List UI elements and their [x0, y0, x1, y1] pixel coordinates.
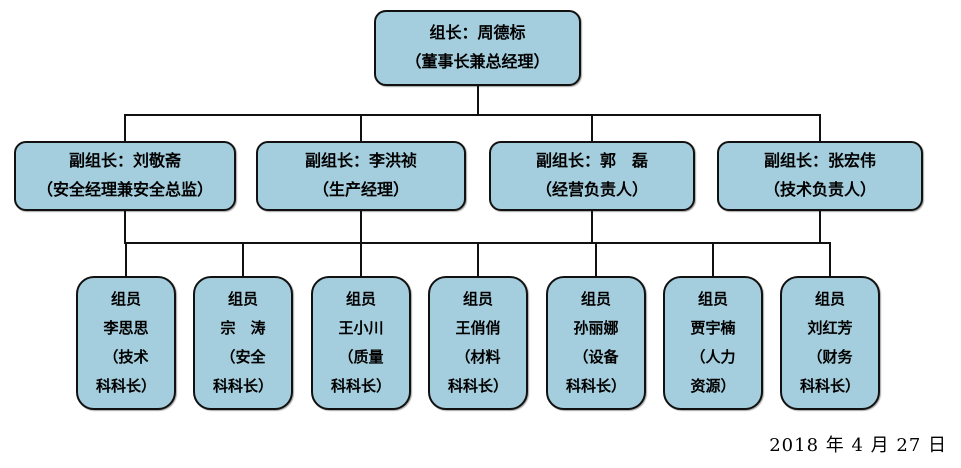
member-7-dept-line1: （财务 — [807, 349, 853, 366]
member-2-dept-line1: （安全 — [220, 349, 266, 366]
connector-deputy-1-down — [124, 211, 126, 242]
connector-member-1-drop — [125, 242, 127, 276]
member-1-role: 组员 — [110, 291, 141, 308]
deputy-box-2: 副组长：李洪祯 （生产经理） — [256, 141, 466, 211]
member-2-role: 组员 — [227, 291, 258, 308]
member-box-5: 组员 孙丽娜 （设备 科科长） — [546, 276, 646, 410]
deputy-1-role: （安全经理兼安全总监） — [36, 182, 213, 199]
member-5-role: 组员 — [580, 291, 611, 308]
member-box-3: 组员 王小川 （质量 科科长） — [311, 276, 411, 410]
connector-member-4-drop — [477, 242, 479, 276]
connector-deputy-2-drop — [360, 114, 362, 141]
deputy-box-4: 副组长：张宏伟 （技术负责人） — [717, 141, 923, 211]
connector-deputy-4-drop — [819, 114, 821, 141]
member-box-4: 组员 王俏俏 （材料 科科长） — [428, 276, 528, 410]
member-4-role: 组员 — [462, 291, 493, 308]
member-6-name: 贾宇楠 — [690, 320, 736, 337]
member-1-name: 李思思 — [103, 320, 149, 337]
member-5-name: 孙丽娜 — [573, 320, 619, 337]
member-2-dept-line2: 科科长） — [212, 378, 273, 395]
connector-deputy-3-drop — [591, 114, 593, 141]
connector-member-5-drop — [595, 242, 597, 276]
member-box-2: 组员 宗 涛 （安全 科科长） — [193, 276, 293, 410]
connector-leader-drop — [477, 86, 479, 114]
member-6-dept-line2: 资源） — [690, 378, 736, 395]
member-3-dept-line2: 科科长） — [330, 378, 391, 395]
deputy-3-title: 副组长：郭 磊 — [535, 153, 648, 170]
connector-member-6-drop — [712, 242, 714, 276]
deputy-2-title: 副组长：李洪祯 — [304, 153, 417, 170]
connector-member-2-drop — [242, 242, 244, 276]
member-4-dept-line1: （材料 — [455, 349, 501, 366]
member-box-6: 组员 贾宇楠 （人力 资源） — [663, 276, 763, 410]
deputy-2-role: （生产经理） — [312, 182, 409, 199]
leader-box: 组长：周德标 （董事长兼总经理） — [374, 10, 581, 86]
member-7-dept-line2: 科科长） — [799, 378, 860, 395]
deputy-4-title: 副组长：张宏伟 — [763, 153, 876, 170]
connector-deputy-1-drop — [124, 114, 126, 141]
connector-member-3-drop — [360, 242, 362, 276]
connector-deputy-3-down — [591, 211, 593, 242]
date-label: 2018 年 4 月 27 日 — [769, 435, 947, 456]
member-box-1: 组员 李思思 （技术 科科长） — [76, 276, 176, 410]
member-4-dept-line2: 科科长） — [447, 378, 508, 395]
member-1-dept-line1: （技术 — [103, 349, 149, 366]
member-2-name: 宗 涛 — [220, 320, 266, 337]
member-1-dept-line2: 科科长） — [95, 378, 156, 395]
member-3-name: 王小川 — [338, 320, 384, 337]
member-5-dept-line2: 科科长） — [565, 378, 626, 395]
deputy-3-role: （经营负责人） — [535, 182, 648, 199]
member-6-role: 组员 — [697, 291, 728, 308]
connector-deputy-bus — [124, 114, 821, 116]
member-3-dept-line1: （质量 — [338, 349, 384, 366]
deputy-4-role: （技术负责人） — [763, 182, 876, 199]
member-6-dept-line1: （人力 — [690, 349, 736, 366]
connector-member-7-drop — [829, 242, 831, 276]
connector-deputy-2-down — [360, 211, 362, 242]
connector-deputy-4-down — [819, 211, 821, 242]
member-7-name: 刘红芳 — [807, 320, 853, 337]
member-4-name: 王俏俏 — [455, 320, 501, 337]
leader-title: 组长：周德标 — [429, 25, 526, 42]
member-7-role: 组员 — [814, 291, 845, 308]
deputy-1-title: 副组长：刘敬斋 — [68, 153, 181, 170]
member-3-role: 组员 — [345, 291, 376, 308]
deputy-box-3: 副组长：郭 磊 （经营负责人） — [489, 141, 695, 211]
deputy-box-1: 副组长：刘敬斋 （安全经理兼安全总监） — [14, 141, 236, 211]
member-5-dept-line1: （设备 — [573, 349, 619, 366]
member-box-7: 组员 刘红芳 （财务 科科长） — [780, 276, 880, 410]
leader-role: （董事长兼总经理） — [405, 54, 550, 71]
